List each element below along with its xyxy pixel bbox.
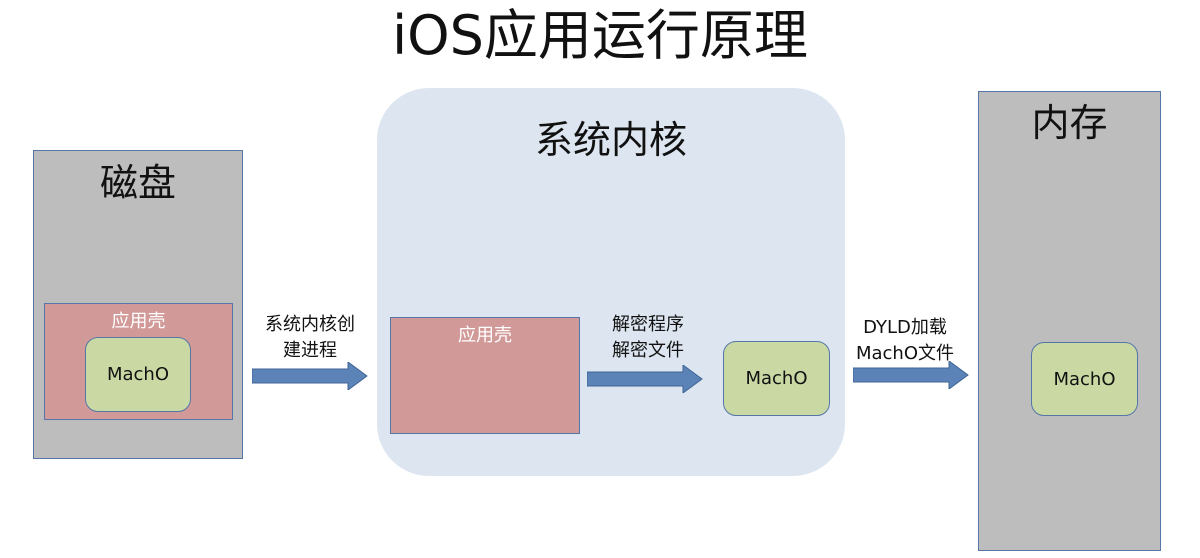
kernel-title: 系统内核 <box>534 118 687 162</box>
memory-macho-box: MachO <box>1031 342 1138 416</box>
disk-app-shell: 应用壳 MachO <box>44 303 233 420</box>
arrow-label-dyld-load-line1: DYLD加载 <box>863 317 947 338</box>
arrow-label-dyld-load: DYLD加载 MachO文件 <box>845 315 965 367</box>
arrow-right-icon <box>252 362 368 390</box>
disk-app-shell-label: 应用壳 <box>111 311 166 332</box>
arrow-right-icon <box>587 365 703 393</box>
kernel-panel: 系统内核 应用壳 MachO <box>377 88 845 476</box>
kernel-macho-box: MachO <box>723 341 830 416</box>
arrow-label-create-process-line2: 建进程 <box>283 340 337 361</box>
arrow-label-decrypt: 解密程序 解密文件 <box>588 312 708 364</box>
arrow-label-create-process: 系统内核创 建进程 <box>250 312 370 364</box>
kernel-app-shell-label: 应用壳 <box>458 325 512 346</box>
diagram-title: iOS应用运行原理 <box>392 4 808 67</box>
arrow-label-decrypt-line1: 解密程序 <box>612 314 684 335</box>
disk-title: 磁盘 <box>99 161 176 205</box>
disk-panel: 磁盘 应用壳 MachO <box>33 150 243 459</box>
memory-panel: 内存 MachO <box>978 91 1161 551</box>
arrow-label-decrypt-line2: 解密文件 <box>612 340 684 361</box>
kernel-app-shell: 应用壳 <box>390 317 580 434</box>
arrow-label-dyld-load-line2: MachO文件 <box>855 343 955 364</box>
disk-macho-box: MachO <box>85 337 191 412</box>
memory-title: 内存 <box>1031 101 1108 145</box>
arrow-label-create-process-line1: 系统内核创 <box>265 314 355 335</box>
arrow-right-icon <box>853 361 969 389</box>
